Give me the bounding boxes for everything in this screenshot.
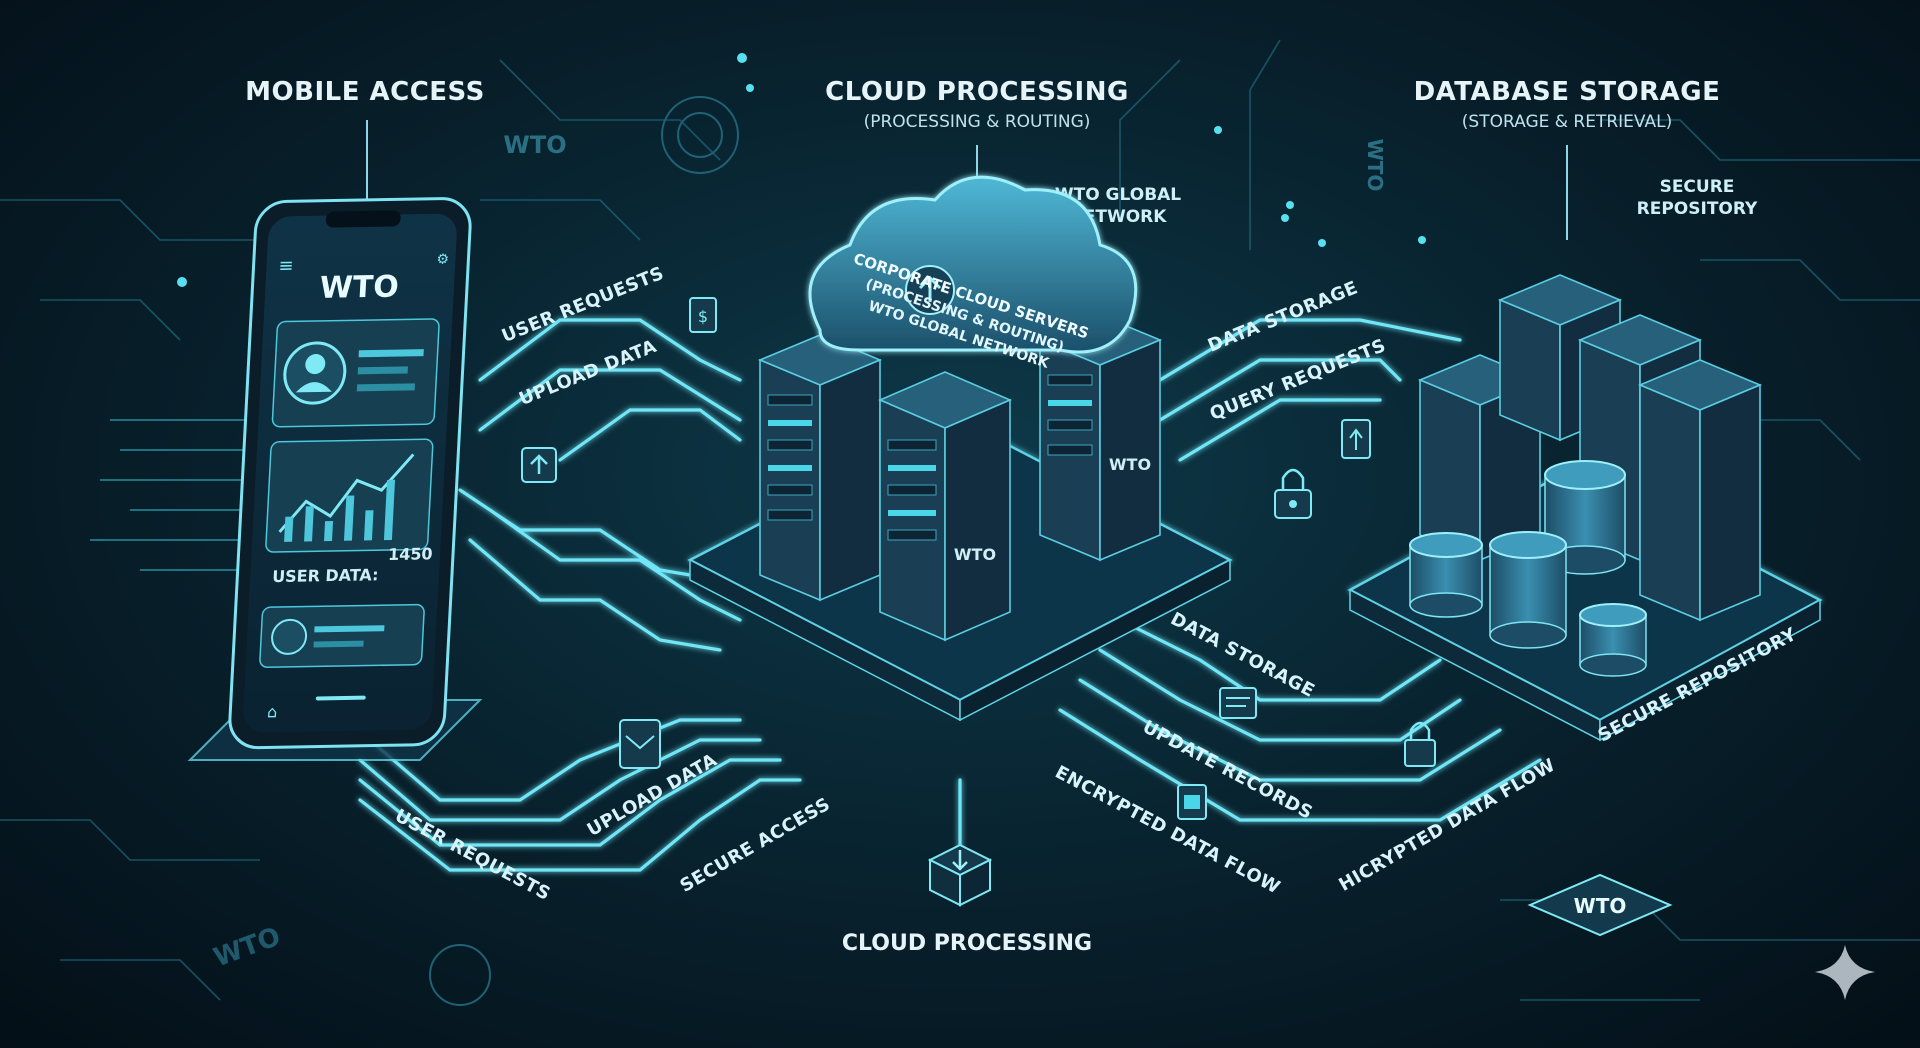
flow-label-top-left-2: UPLOAD DATA — [516, 336, 660, 410]
cloud-icon — [808, 175, 1138, 354]
cloud-processing-subtitle: (PROCESSING & ROUTING) — [864, 112, 1091, 132]
server-rack-center: WTO — [877, 371, 1013, 642]
flow-label-bottom-right-2: UPDATE RECORDS — [1139, 716, 1316, 824]
download-box-icon — [927, 843, 993, 907]
cloud-server-cluster: WTO WTO CORPORATE CLOUD SERVERS (PROCESS… — [687, 175, 1233, 722]
wto-mark-bottom-left: WTO — [210, 922, 285, 974]
encrypted-file-icon — [1177, 784, 1207, 820]
secure-repository-label-line1: SECURE — [1660, 177, 1735, 197]
mobile-access-title: MOBILE ACCESS — [245, 77, 485, 107]
home-icon[interactable]: ⌂ — [267, 702, 278, 721]
flow-label-bottom-left-3: SECURE ACCESS — [676, 794, 834, 897]
flow-label-bottom-right-4: HICRYPTED DATA FLOW — [1335, 755, 1559, 896]
data-flow-lines — [358, 318, 1542, 872]
cloud-processing-title: CLOUD PROCESSING — [825, 77, 1129, 107]
phone-brand: WTO — [319, 269, 400, 305]
flow-icons: $ — [521, 297, 1875, 1000]
secure-file-icon — [1341, 419, 1371, 459]
wto-badge-text: WTO — [1574, 894, 1627, 918]
database-cluster: SECURE REPOSITORY — [1347, 274, 1823, 746]
user-icon — [271, 618, 308, 655]
wto-badge: WTO — [1527, 873, 1673, 937]
server-rack-left — [757, 334, 883, 602]
user-card[interactable] — [259, 603, 425, 669]
sparkle-icon — [1815, 945, 1875, 1000]
flow-label-top-right-1: DATA STORAGE — [1205, 277, 1361, 356]
user-data-label: USER DATA: — [272, 565, 379, 586]
svg-text:$: $ — [698, 307, 708, 326]
wto-mark-top-right: WTO — [1363, 139, 1387, 192]
cloud-brand: WTO — [1109, 455, 1151, 474]
mobile-phone: WTO USER DATA: 1450 ⌂ ≡ ⚙ — [187, 197, 483, 761]
user-data-value: 1450 — [388, 544, 433, 564]
database-storage-subtitle: (STORAGE & RETRIEVAL) — [1462, 112, 1672, 132]
database-cylinders — [1409, 460, 1647, 677]
bottom-cloud-processing-label: CLOUD PROCESSING — [842, 931, 1092, 956]
lock-icon — [1274, 468, 1312, 519]
settings-icon[interactable]: ⚙ — [436, 252, 449, 268]
document-icon: $ — [689, 297, 717, 333]
records-icon — [1219, 687, 1257, 719]
mail-icon — [619, 719, 661, 769]
database-storage-title: DATABASE STORAGE — [1414, 77, 1721, 107]
flow-label-top-right-2: QUERY REQUESTS — [1207, 335, 1389, 425]
rack-brand: WTO — [954, 545, 996, 564]
secure-repository-label-line2: REPOSITORY — [1637, 199, 1758, 219]
upload-arrow-icon — [521, 447, 557, 483]
wto-global-network-label-line1: WTO GLOBAL — [1055, 185, 1181, 205]
wto-mark-top-left: WTO — [503, 131, 566, 159]
flow-label-top-left-1: USER REQUESTS — [499, 263, 667, 347]
padlock-icon — [1404, 721, 1436, 767]
menu-icon[interactable]: ≡ — [278, 255, 294, 276]
